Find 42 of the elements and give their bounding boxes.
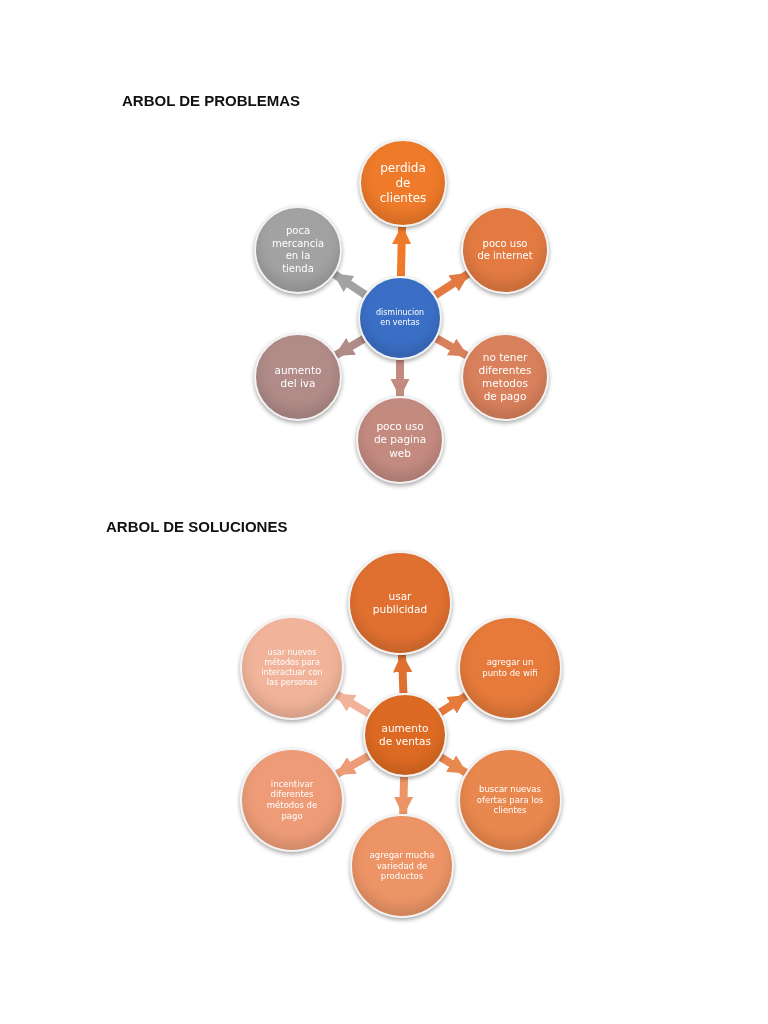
node-text: usar nuevos métodos para interactuar con las personas bbox=[260, 648, 324, 688]
arrow bbox=[394, 776, 414, 816]
node-text: poca mercancia en la tienda bbox=[270, 225, 326, 275]
node-text: aumento del iva bbox=[273, 363, 323, 391]
section-heading: ARBOL DE PROBLEMAS bbox=[122, 92, 301, 109]
node-text: poco uso de pagina web bbox=[372, 420, 428, 460]
circle-node bbox=[458, 748, 562, 852]
circle-node bbox=[240, 616, 344, 720]
circle-node bbox=[254, 333, 342, 421]
circle-node bbox=[356, 396, 444, 484]
node-text: usar publicidad bbox=[371, 589, 429, 617]
arrow bbox=[334, 691, 371, 717]
arrow bbox=[332, 271, 368, 299]
node-text: perdida de clientes bbox=[378, 160, 428, 206]
node-text: agregar un punto de wifi bbox=[481, 657, 539, 679]
circle-node bbox=[254, 206, 342, 294]
node-text: disminucion en ventas bbox=[374, 308, 426, 328]
section-heading: ARBOL DE SOLUCIONES bbox=[106, 518, 288, 535]
arrow bbox=[438, 753, 468, 777]
circle-node bbox=[363, 693, 447, 777]
arrow bbox=[434, 335, 469, 359]
arrow bbox=[390, 360, 410, 398]
arrow bbox=[438, 692, 469, 716]
circle-node bbox=[461, 333, 549, 421]
arrow bbox=[334, 335, 366, 359]
node-text: buscar nuevas ofertas para los clientes bbox=[475, 784, 545, 816]
node-text: no tener diferentes metodos de pago bbox=[477, 350, 533, 404]
node-text: incentivar diferentes métodos de pago bbox=[265, 778, 319, 822]
arrow bbox=[335, 752, 371, 778]
node-text: aumento de ventas bbox=[378, 721, 432, 749]
arrow bbox=[433, 270, 471, 299]
arrow bbox=[392, 225, 412, 277]
circle-node bbox=[461, 206, 549, 294]
circle-node bbox=[350, 814, 454, 918]
circle-node bbox=[240, 748, 344, 852]
arrow bbox=[393, 653, 413, 694]
node-text: poco uso de internet bbox=[476, 237, 534, 263]
node-text: agregar mucha variedad de productos bbox=[368, 850, 436, 882]
circle-node bbox=[458, 616, 562, 720]
circle-node bbox=[359, 139, 447, 227]
circle-node bbox=[348, 551, 452, 655]
circle-node bbox=[358, 276, 442, 360]
